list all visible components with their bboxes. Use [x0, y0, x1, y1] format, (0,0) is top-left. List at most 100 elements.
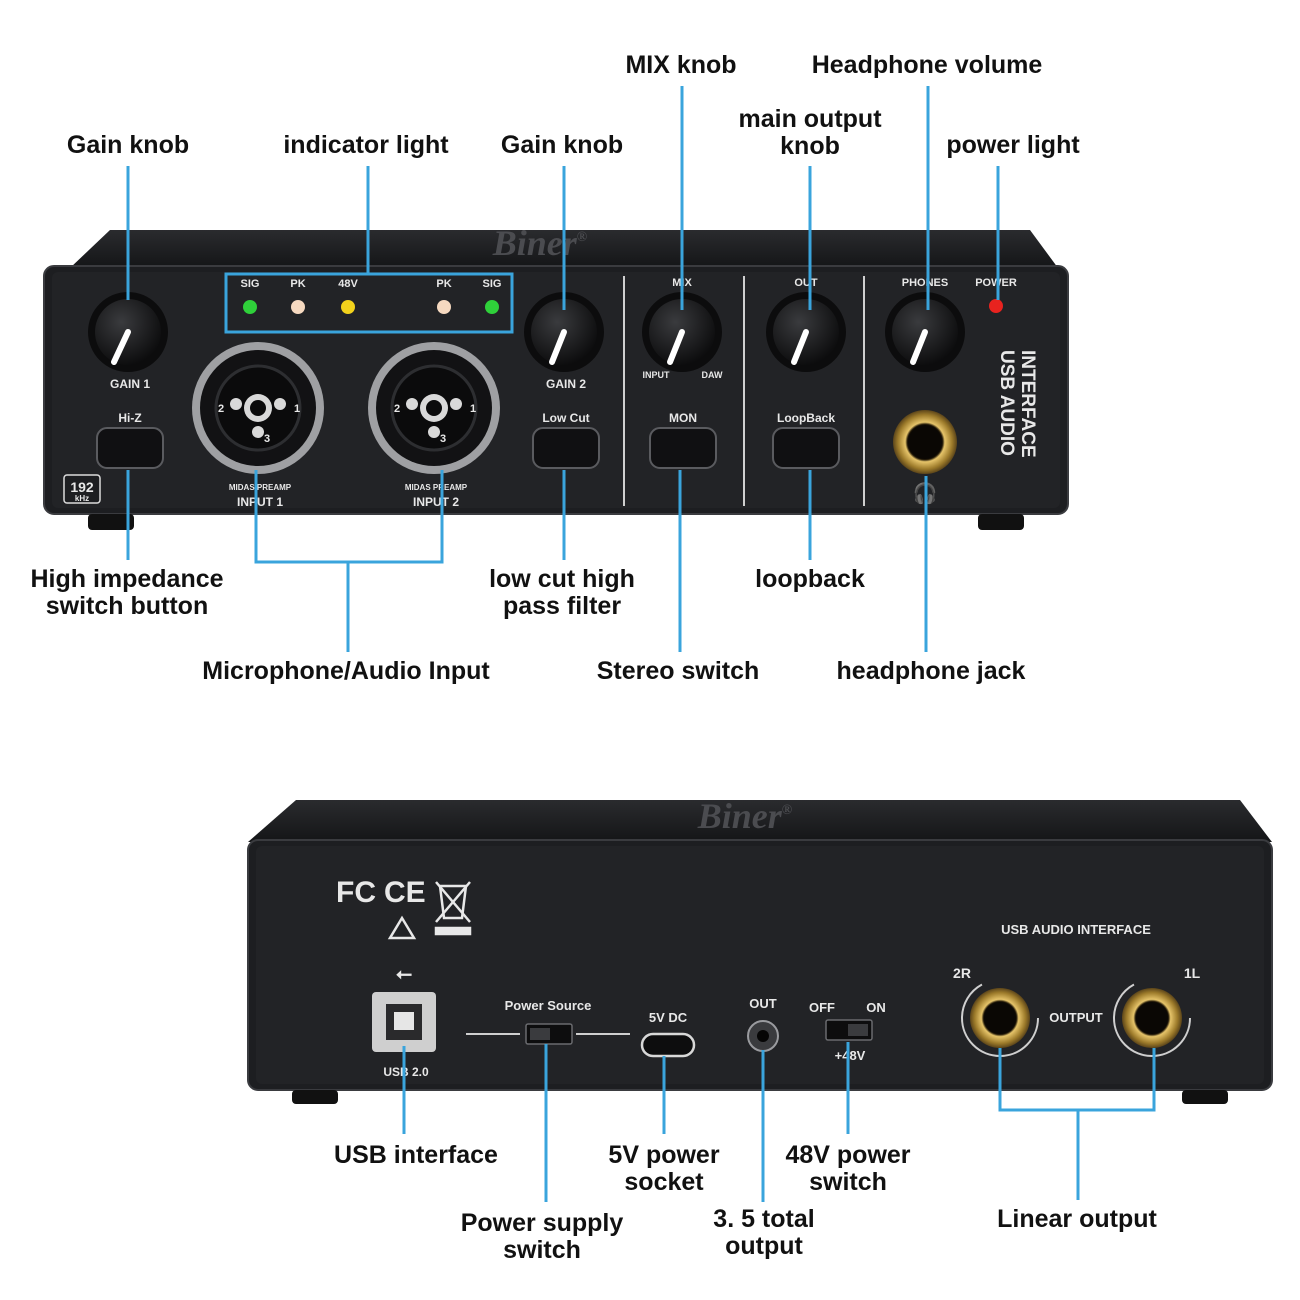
callout-mix-knob: MIX knob — [625, 51, 737, 79]
input-2-pin2: 2 — [394, 403, 400, 415]
input-1-pin3: 3 — [264, 433, 270, 445]
loopback-button[interactable] — [772, 427, 840, 469]
hiz-label: Hi-Z — [118, 411, 141, 425]
power-label: POWER — [975, 277, 1017, 289]
side-label-line1: USB AUDIO — [996, 350, 1017, 456]
callout-mic-input: Microphone/Audio Input — [202, 657, 490, 685]
callout-gain-knob-2: Gain knob — [500, 131, 624, 159]
led-label-0: SIG — [241, 278, 260, 290]
hiz-button[interactable] — [96, 427, 164, 469]
callout-main-output-knob: main output knob — [738, 106, 881, 160]
usb-c-power-socket[interactable] — [640, 1032, 696, 1058]
callout-loopback: loopback — [755, 565, 865, 593]
input-1-combo-jack[interactable] — [192, 342, 324, 474]
gain-1-knob[interactable] — [88, 292, 168, 372]
main-output-knob[interactable] — [766, 292, 846, 372]
led-1 — [291, 300, 305, 314]
phantom-off-label: OFF — [809, 1000, 835, 1015]
callout-main-output-knob-line2: knob — [780, 132, 840, 160]
out-label: OUT — [794, 277, 818, 289]
led-label-2: 48V — [338, 278, 358, 290]
callout-high-impedance-line2: switch button — [45, 592, 209, 620]
phones-label: PHONES — [902, 277, 948, 289]
input-1-pin2: 2 — [218, 403, 224, 415]
callout-total-output-line2: output — [725, 1232, 803, 1260]
weee-bin-icon — [434, 881, 472, 936]
mini-jack-output[interactable] — [747, 1020, 779, 1052]
leader-lines — [126, 86, 1156, 1202]
input-1-preamp-label: MIDAS PREAMP — [229, 483, 292, 492]
mon-button[interactable] — [649, 427, 717, 469]
front-brand-logo: Biner® — [492, 223, 588, 263]
headphone-jack[interactable] — [893, 410, 957, 474]
input-2-combo-jack[interactable] — [368, 342, 500, 474]
led-label-4: SIG — [483, 278, 502, 290]
callout-power-light: power light — [946, 131, 1080, 159]
callout-usb-interface: USB interface — [334, 1141, 498, 1169]
phantom-on-label: ON — [866, 1000, 886, 1015]
callout-low-cut-line2: pass filter — [502, 592, 622, 620]
output-1l-label: 1L — [1184, 965, 1201, 981]
output-1l-jack[interactable] — [1113, 979, 1191, 1057]
usb-version-label: USB 2.0 — [383, 1065, 429, 1079]
mix-knob[interactable] — [642, 292, 722, 372]
usb-b-port[interactable] — [372, 992, 436, 1052]
power-led — [989, 299, 1003, 313]
back-chassis-top — [248, 800, 1272, 842]
callout-5v-power-socket-line1: 5V power — [608, 1141, 720, 1169]
headphone-volume-knob[interactable] — [885, 292, 965, 372]
mini-out-label: OUT — [749, 996, 777, 1011]
callout-total-output: 3. 5 total output — [713, 1206, 814, 1260]
gain-2-label: GAIN 2 — [546, 377, 586, 391]
output-2r-jack[interactable] — [961, 979, 1039, 1057]
loopback-label: LoopBack — [777, 411, 835, 425]
callout-low-cut: low cut high pass filter — [489, 566, 635, 620]
usb-icon: ⭠ — [396, 963, 412, 985]
led-0 — [243, 300, 257, 314]
callout-5v-power-socket: 5V power socket — [608, 1142, 719, 1196]
callout-low-cut-line1: low cut high — [489, 565, 635, 593]
rcm-mark-icon — [387, 915, 417, 940]
input-1-pin1: 1 — [294, 403, 300, 415]
led-label-3: PK — [436, 278, 451, 290]
callout-power-supply-switch-line1: Power supply — [460, 1209, 624, 1237]
callout-power-supply-switch: Power supply switch — [461, 1210, 624, 1264]
input-2-pin1: 1 — [470, 403, 476, 415]
sample-rate-badge — [63, 474, 101, 504]
led-3 — [437, 300, 451, 314]
sample-rate-unit: kHz — [75, 494, 89, 503]
callout-headphone-jack: headphone jack — [836, 657, 1026, 685]
gain-1-label: GAIN 1 — [110, 377, 150, 391]
back-header-label: USB AUDIO INTERFACE — [1001, 922, 1151, 937]
callout-power-supply-switch-line2: switch — [503, 1236, 581, 1264]
callout-gain-knob-1: Gain knob — [66, 131, 190, 159]
mon-label: MON — [669, 411, 697, 425]
callout-stereo-switch: Stereo switch — [596, 657, 760, 685]
callout-48v-power-switch: 48V power switch — [785, 1142, 910, 1196]
indicator-leds: SIG PK 48V PK SIG — [241, 278, 502, 314]
mix-input-label: INPUT — [643, 370, 671, 380]
input-2-label: INPUT 2 — [413, 495, 459, 509]
output-label: OUTPUT — [1049, 1010, 1103, 1025]
phantom-48v-label: +48V — [835, 1048, 866, 1063]
input-1-label: INPUT 1 — [237, 495, 283, 509]
gain-2-knob[interactable] — [524, 292, 604, 372]
callout-indicator-light: indicator light — [283, 131, 449, 159]
callout-high-impedance: High impedance switch button — [30, 566, 223, 620]
callout-5v-power-socket-line2: socket — [624, 1168, 704, 1196]
power-source-label: Power Source — [505, 998, 592, 1013]
lowcut-button[interactable] — [532, 427, 600, 469]
mix-daw-label: DAW — [702, 370, 724, 380]
dc-label: 5V DC — [649, 1010, 688, 1025]
led-4 — [485, 300, 499, 314]
back-brand-logo: Biner® — [697, 796, 793, 836]
input-2-preamp-label: MIDAS PREAMP — [405, 483, 468, 492]
sample-rate-value: 192 — [70, 479, 94, 495]
callout-headphone-volume: Headphone volume — [811, 51, 1043, 79]
input-2-pin3: 3 — [440, 433, 446, 445]
callout-48v-power-switch-line1: 48V power — [785, 1141, 911, 1169]
led-label-1: PK — [290, 278, 305, 290]
led-2 — [341, 300, 355, 314]
output-2r-label: 2R — [953, 965, 971, 981]
